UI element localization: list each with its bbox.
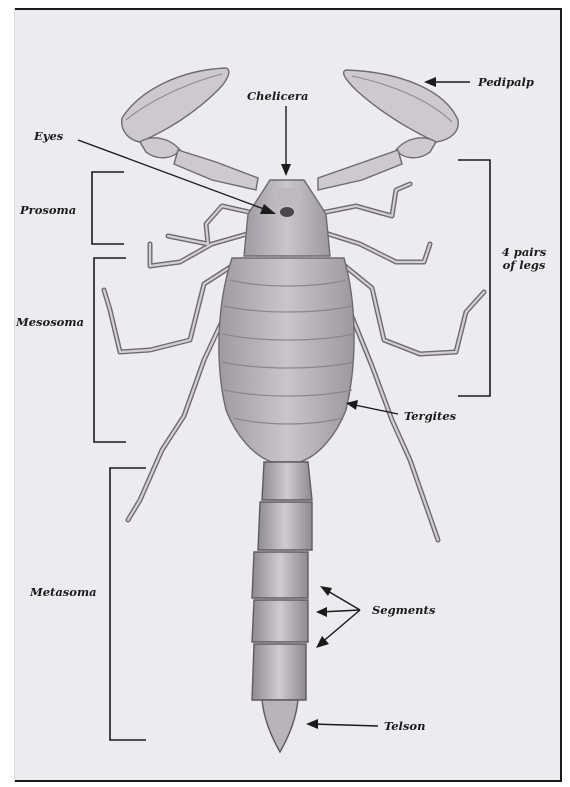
label-pedipalp: Pedipalp [478,76,534,89]
label-mesosoma: Mesosoma [16,316,84,329]
mesosoma-body [219,258,354,462]
telson-body [262,700,298,752]
bracket-prosoma [92,172,124,244]
label-eyes: Eyes [34,130,63,143]
eyes-spot [280,207,294,217]
label-segments: Segments [372,604,435,617]
label-tergites: Tergites [404,410,456,423]
label-chelicera: Chelicera [247,90,308,103]
bracket-legs [458,160,490,396]
bracket-metasoma [110,468,146,740]
prosoma-body [244,180,330,256]
arrow-telson [312,724,378,726]
arrow-segments-1 [326,590,360,610]
label-legs: 4 pairs of legs [494,246,554,272]
label-telson: Telson [384,720,425,733]
pedipalp-right [318,70,458,190]
pedipalp-left [122,68,258,190]
arrow-tergites [350,404,398,414]
metasoma-body [252,462,312,700]
label-prosoma: Prosoma [20,204,76,217]
label-metasoma: Metasoma [30,586,97,599]
